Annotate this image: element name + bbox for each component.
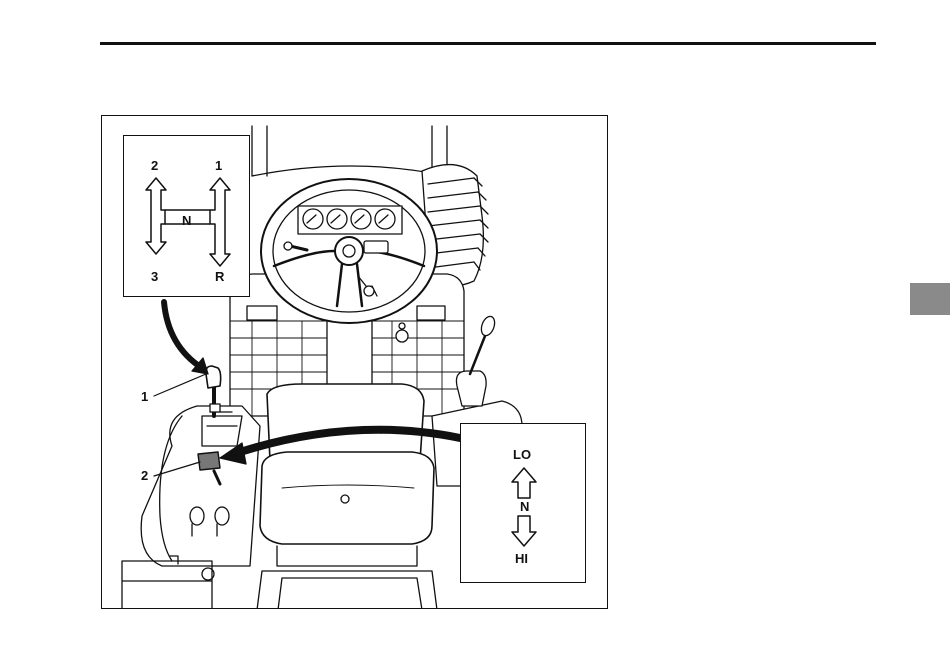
callout-2: 2 <box>141 469 148 482</box>
arrow-range-to-lever <box>164 302 208 374</box>
left-fender <box>141 406 260 566</box>
range-shift-inset: 2 1 N 3 R <box>123 135 250 297</box>
header-rule <box>100 42 876 45</box>
operator-seat <box>260 384 434 566</box>
callout-1: 1 <box>141 390 148 403</box>
hi-lo-inset: LO N HI <box>460 423 586 583</box>
hi-lo-arrows <box>461 424 587 584</box>
shift-pattern-arrows <box>124 136 251 298</box>
gear-shift-figure: 2 1 N 3 R LO N HI 1 2 <box>101 115 608 609</box>
section-tab <box>910 283 950 315</box>
leader-1 <box>154 374 206 396</box>
